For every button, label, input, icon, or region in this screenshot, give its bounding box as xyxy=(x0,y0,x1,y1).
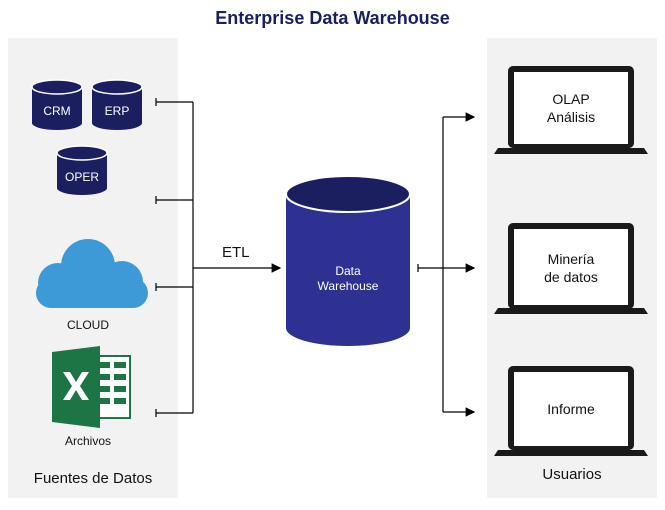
sources-caption: Fuentes de Datos xyxy=(33,470,153,487)
db-label-crm: CRM xyxy=(43,104,71,118)
diagram-title: Enterprise Data Warehouse xyxy=(215,8,450,28)
warehouse-label-line1: Data xyxy=(335,264,361,278)
user-item-mineria: Minería de datos xyxy=(514,250,628,286)
db-label-erp: ERP xyxy=(104,104,130,118)
files-label: Archivos xyxy=(64,434,111,448)
excel-icon xyxy=(52,346,131,428)
warehouse-label-line2: Warehouse xyxy=(317,279,379,293)
laptop-icon xyxy=(494,366,648,456)
cloud-icon xyxy=(36,239,148,308)
database-icon xyxy=(91,79,143,130)
database-icon xyxy=(31,79,83,130)
cloud-label: CLOUD xyxy=(66,318,109,332)
user-item-olap-line1: OLAP xyxy=(552,91,590,107)
warehouse-icon xyxy=(285,175,411,346)
laptop-icon xyxy=(494,66,648,154)
user-connectors xyxy=(417,117,444,412)
user-item-informe-line1: Informe xyxy=(547,401,595,417)
user-item-mineria-line2: de datos xyxy=(544,269,598,285)
user-item-olap-line2: Análisis xyxy=(546,109,596,125)
source-connectors xyxy=(155,98,194,417)
user-item-olap: OLAP Análisis xyxy=(514,90,628,126)
user-item-mineria-line1: Minería xyxy=(547,251,595,267)
laptop-icon xyxy=(494,223,648,314)
etl-label: ETL xyxy=(222,244,250,261)
database-icon xyxy=(56,145,108,195)
warehouse-label: Data Warehouse xyxy=(298,264,398,294)
db-label-oper: OPER xyxy=(64,170,99,184)
user-item-informe: Informe xyxy=(514,400,628,418)
users-caption: Usuarios xyxy=(542,466,602,483)
